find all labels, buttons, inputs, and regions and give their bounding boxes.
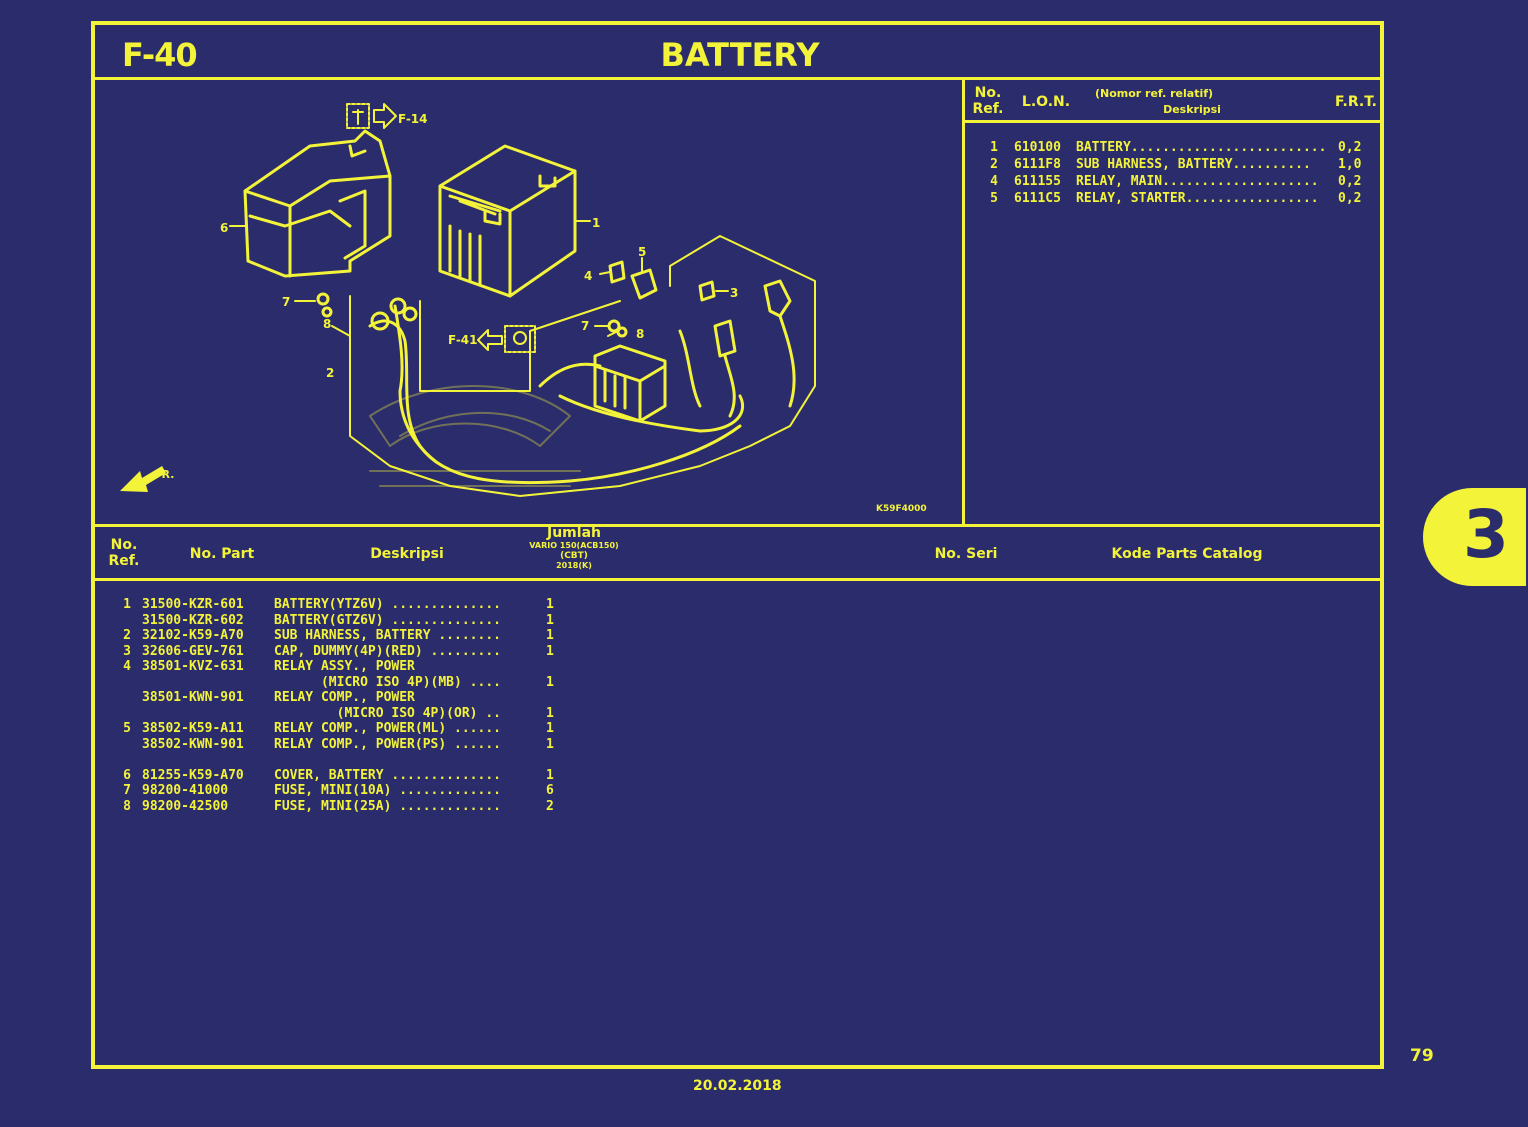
connectors bbox=[678, 279, 796, 418]
frt-table-body: 1 610100 BATTERY........................… bbox=[974, 140, 1374, 208]
section-tab: 3 bbox=[1423, 488, 1526, 586]
fuse-box bbox=[593, 344, 667, 423]
frt-row: 2 6111F8 SUB HARNESS, BATTERY.......... … bbox=[990, 157, 1362, 172]
frt-header-frt: F.R.T. bbox=[1335, 94, 1377, 110]
bolt-ref-f14 bbox=[346, 103, 397, 129]
table-row-spacer bbox=[112, 752, 592, 768]
parts-header-desc: Deskripsi bbox=[370, 546, 444, 562]
parts-header-bottom-rule bbox=[91, 578, 1384, 581]
frt-row: 1 610100 BATTERY........................… bbox=[990, 140, 1362, 155]
relay-part-4 bbox=[608, 260, 626, 284]
print-date: 20.02.2018 bbox=[693, 1078, 782, 1094]
diagram-ref-label: F-14 bbox=[398, 112, 428, 126]
battery-part-1 bbox=[438, 144, 577, 298]
section-code: F-40 bbox=[122, 36, 198, 74]
diagram-ref-label: F-41 bbox=[448, 333, 478, 347]
frt-header-deskripsi: Deskripsi bbox=[1163, 103, 1221, 116]
exploded-parts-diagram: 1 2 3 4 5 6 7 8 7 8 F-14 F-41 FR. K59F40… bbox=[120, 103, 927, 514]
diagram-divider bbox=[962, 77, 965, 527]
brand-watermark bbox=[369, 385, 581, 487]
frt-row: 4 611155 RELAY, MAIN....................… bbox=[990, 174, 1362, 189]
diagram-label: 1 bbox=[592, 216, 600, 230]
table-row: (MICRO ISO 4P)(OR) ..1 bbox=[274, 705, 554, 721]
battery-cover-part-6 bbox=[243, 129, 392, 278]
diagram-label: 2 bbox=[326, 366, 334, 380]
table-row: (MICRO ISO 4P)(MB) ....1 bbox=[274, 674, 554, 690]
page-frame bbox=[91, 21, 1384, 1069]
diagram-label: 3 bbox=[730, 286, 738, 300]
parts-header-seri: No. Seri bbox=[934, 546, 998, 562]
front-label: FR. bbox=[154, 468, 174, 481]
cap-part-3 bbox=[698, 280, 716, 302]
parts-header-part: No. Part bbox=[189, 546, 255, 562]
front-arrow-icon bbox=[120, 466, 166, 492]
sub-harness-part-2 bbox=[368, 297, 744, 485]
diagram-label: 7 bbox=[581, 319, 589, 333]
leader-lines bbox=[229, 220, 729, 337]
relay-part-5 bbox=[630, 268, 658, 300]
diagram-label: 5 bbox=[638, 245, 646, 259]
diagram-label: 8 bbox=[323, 317, 331, 331]
parts-header-no: No.Ref. bbox=[108, 537, 140, 569]
diagram-label: 6 bbox=[220, 221, 228, 235]
harness-boundary bbox=[349, 235, 816, 497]
diagram-label: 4 bbox=[584, 269, 592, 283]
frt-header-nomor: (Nomor ref. relatif) bbox=[1094, 87, 1214, 100]
parts-header-jumlah: Jumlah VARIO 150(ACB150) (CBT) 2018(K) bbox=[529, 525, 619, 571]
parts-header-kode: Kode Parts Catalog bbox=[1111, 546, 1263, 562]
frt-header-no: No.Ref. bbox=[972, 85, 1004, 117]
parts-header-top-rule bbox=[91, 524, 1384, 527]
frt-header-lon: L.O.N. bbox=[1021, 94, 1071, 110]
fuse-parts-7-8 bbox=[316, 292, 628, 338]
diagram-label: 7 bbox=[282, 295, 290, 309]
page-title: BATTERY bbox=[660, 36, 820, 74]
diagram-label: 8 bbox=[636, 327, 644, 341]
title-rule bbox=[91, 77, 1384, 80]
diagram-code: K59F4000 bbox=[876, 504, 927, 514]
frt-row: 5 6111C5 RELAY, STARTER.................… bbox=[990, 191, 1362, 206]
ref-f41 bbox=[477, 325, 536, 353]
frt-header-rule bbox=[965, 120, 1384, 123]
page-number: 79 bbox=[1410, 1046, 1434, 1066]
